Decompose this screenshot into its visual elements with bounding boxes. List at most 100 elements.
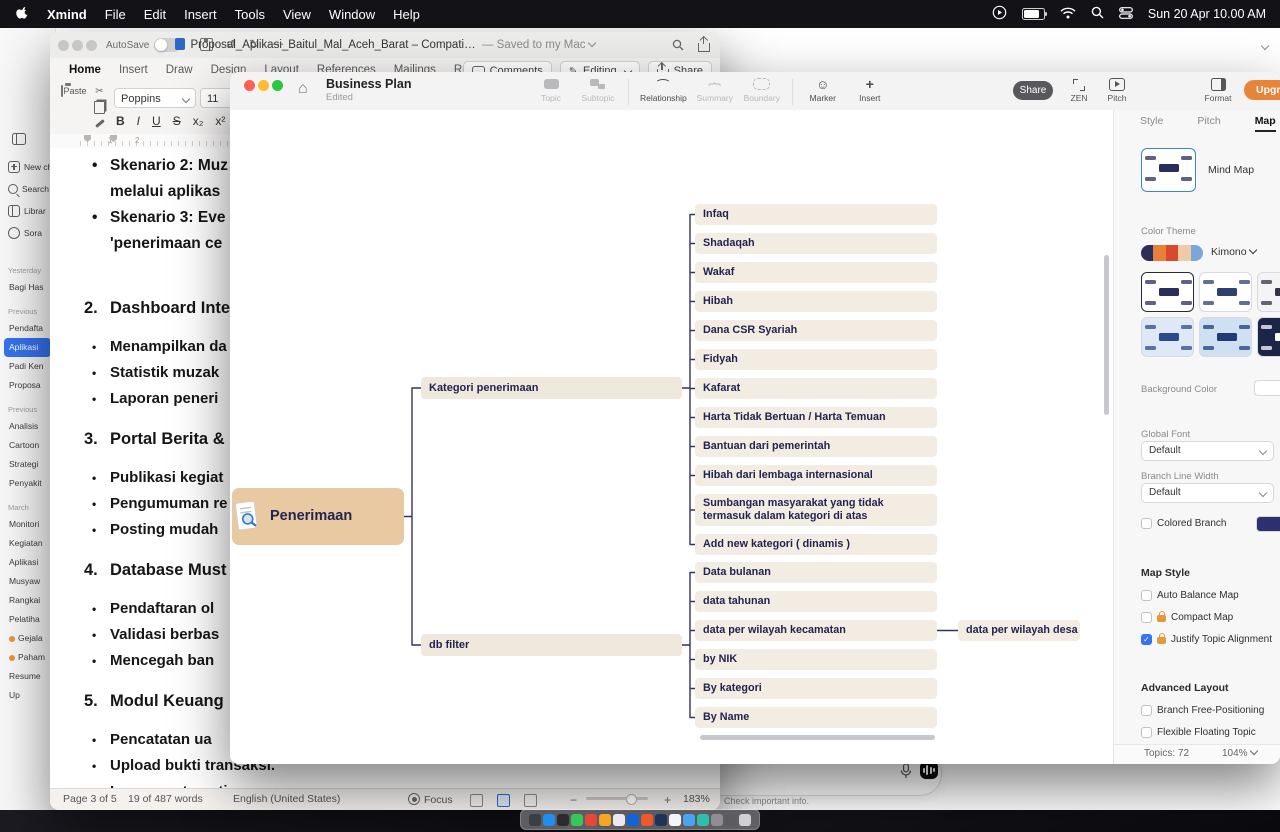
- mindmap-topic[interactable]: By kategori: [695, 678, 937, 699]
- sidebar-nav-library[interactable]: Librar: [8, 200, 53, 222]
- checkbox[interactable]: [1141, 727, 1152, 738]
- share-icon[interactable]: [698, 43, 710, 52]
- print-layout-icon[interactable]: [497, 794, 510, 807]
- menubar-menu-edit[interactable]: Edit: [144, 7, 166, 22]
- search-icon[interactable]: [672, 38, 684, 56]
- dock-app-5[interactable]: [585, 814, 597, 826]
- theme-thumbnail[interactable]: [1141, 272, 1194, 312]
- theme-thumbnail[interactable]: [1141, 317, 1194, 357]
- branch-line-width-select[interactable]: Default: [1141, 483, 1274, 503]
- mindmap-topic[interactable]: Wakaf: [695, 262, 937, 283]
- tool-summary[interactable]: Summary: [696, 76, 734, 103]
- mindmap-topic[interactable]: by NIK: [695, 649, 937, 670]
- zoom-level[interactable]: 183%: [683, 793, 710, 805]
- checkbox[interactable]: [1141, 612, 1152, 623]
- undo-icon[interactable]: ↺: [226, 37, 236, 51]
- menubar-app-name[interactable]: Xmind: [47, 7, 87, 22]
- ribbon-tab-home[interactable]: Home: [60, 61, 110, 79]
- mindmap-topic[interactable]: Hibah dari lembaga internasional: [695, 465, 937, 486]
- mindmap-topic[interactable]: data per wilayah kecamatan: [695, 620, 937, 641]
- mindmap-topic[interactable]: Shadaqah: [695, 233, 937, 254]
- branch-color-swatch[interactable]: [1256, 516, 1280, 532]
- format-button-3[interactable]: S: [173, 114, 181, 128]
- dock-app-3[interactable]: [557, 814, 569, 826]
- focus-button[interactable]: Focus: [408, 793, 453, 806]
- mindmap-topic[interactable]: db filter: [421, 634, 682, 656]
- font-select[interactable]: Poppins: [114, 88, 196, 108]
- format-button-5[interactable]: x²: [215, 114, 225, 128]
- web-layout-icon[interactable]: [524, 794, 537, 807]
- copy-icon[interactable]: [94, 101, 105, 114]
- dock-app-6[interactable]: [599, 814, 611, 826]
- microphone-icon[interactable]: [900, 763, 912, 784]
- upgrade-button[interactable]: Upgrade: [1244, 80, 1280, 100]
- chat-list-item[interactable]: Kegiatan: [4, 534, 51, 553]
- zoom-slider[interactable]: [586, 797, 648, 800]
- tool-insert[interactable]: Insert: [851, 76, 889, 103]
- menubar-menu-tools[interactable]: Tools: [235, 7, 265, 22]
- menubar-menu-insert[interactable]: Insert: [184, 7, 217, 22]
- dock-app-10[interactable]: [655, 814, 667, 826]
- format-button-0[interactable]: B: [116, 114, 125, 128]
- mindmap-topic[interactable]: Kategori penerimaan: [421, 377, 682, 399]
- language-status[interactable]: English (United States): [233, 793, 340, 805]
- mindmap-root-topic[interactable]: Penerimaan: [232, 488, 404, 545]
- theme-thumbnail[interactable]: [1199, 272, 1252, 312]
- sidebar-toggle-icon[interactable]: [12, 133, 26, 145]
- battery-icon[interactable]: [1022, 8, 1045, 20]
- panel-tab-map[interactable]: Map: [1255, 115, 1276, 132]
- format-button-2[interactable]: U: [152, 114, 161, 128]
- theme-select[interactable]: Kimono: [1211, 246, 1256, 258]
- chat-list-item[interactable]: Padi Ken: [4, 357, 51, 376]
- zoom-in-button[interactable]: +: [664, 793, 671, 807]
- cut-icon[interactable]: ✂: [95, 86, 103, 97]
- spotlight-icon[interactable]: [1091, 6, 1104, 22]
- mindmap-topic[interactable]: Data bulanan: [695, 562, 937, 583]
- mindmap-topic[interactable]: data per wilayah desa: [958, 620, 1080, 641]
- sidebar-nav-sora[interactable]: Sora: [8, 222, 53, 244]
- chat-list-item[interactable]: Resume: [4, 667, 51, 686]
- canvas-zoom-level[interactable]: 104%: [1222, 748, 1257, 759]
- paste-button[interactable]: Paste: [58, 86, 90, 96]
- chat-list-item[interactable]: Proposa: [4, 376, 51, 395]
- dock-app-14[interactable]: [711, 814, 723, 826]
- pitch-button[interactable]: Pitch: [1100, 77, 1134, 103]
- panel-tab-style[interactable]: Style: [1140, 115, 1163, 132]
- minimize-icon[interactable]: [258, 80, 269, 91]
- checkbox[interactable]: ✓: [1141, 634, 1152, 645]
- indent-marker[interactable]: [84, 135, 91, 142]
- theme-thumbnail[interactable]: [1257, 317, 1280, 357]
- wifi-icon[interactable]: [1060, 7, 1076, 22]
- chat-list-item[interactable]: Rangkai: [4, 591, 51, 610]
- dock-app-13[interactable]: [697, 814, 709, 826]
- horizontal-scrollbar[interactable]: [700, 735, 935, 740]
- dock-app-9[interactable]: [641, 814, 653, 826]
- menubar-menu-window[interactable]: Window: [329, 7, 375, 22]
- panel-tab-pitch[interactable]: Pitch: [1197, 115, 1220, 132]
- dock-app-15[interactable]: [725, 814, 737, 826]
- zen-button[interactable]: ZEN: [1062, 77, 1096, 103]
- chat-list-item[interactable]: Cartoon: [4, 436, 51, 455]
- mindmap-topic[interactable]: By Name: [695, 707, 937, 728]
- toggle-flexible-floating-topic[interactable]: Flexible Floating Topic: [1114, 721, 1280, 743]
- format-painter-icon[interactable]: [95, 119, 105, 128]
- zoom-icon[interactable]: [272, 80, 283, 91]
- color-theme-palette[interactable]: [1141, 245, 1203, 261]
- checkbox[interactable]: [1141, 518, 1152, 529]
- format-button-1[interactable]: I: [137, 114, 140, 128]
- dock-app-8[interactable]: [627, 814, 639, 826]
- read-mode-icon[interactable]: [470, 794, 483, 807]
- chat-list-item[interactable]: Strategi: [4, 455, 51, 474]
- mindmap-topic[interactable]: Infaq: [695, 204, 937, 225]
- control-center-icon[interactable]: [1119, 7, 1133, 22]
- mindmap-canvas[interactable]: Penerimaan Kategori penerimaan db filter…: [230, 110, 1113, 764]
- word-count[interactable]: 19 of 487 words: [128, 793, 203, 805]
- close-icon[interactable]: [58, 40, 69, 51]
- toggle-auto-balance-map[interactable]: Auto Balance Map: [1114, 584, 1280, 606]
- chat-list-item[interactable]: Analisis: [4, 417, 51, 436]
- home-icon[interactable]: ⌂: [298, 80, 308, 98]
- structure-thumbnail[interactable]: [1141, 148, 1196, 192]
- ribbon-tab-draw[interactable]: Draw: [157, 61, 202, 79]
- ribbon-tab-insert[interactable]: Insert: [110, 61, 157, 79]
- menubar-clock[interactable]: Sun 20 Apr 10.00 AM: [1148, 7, 1266, 21]
